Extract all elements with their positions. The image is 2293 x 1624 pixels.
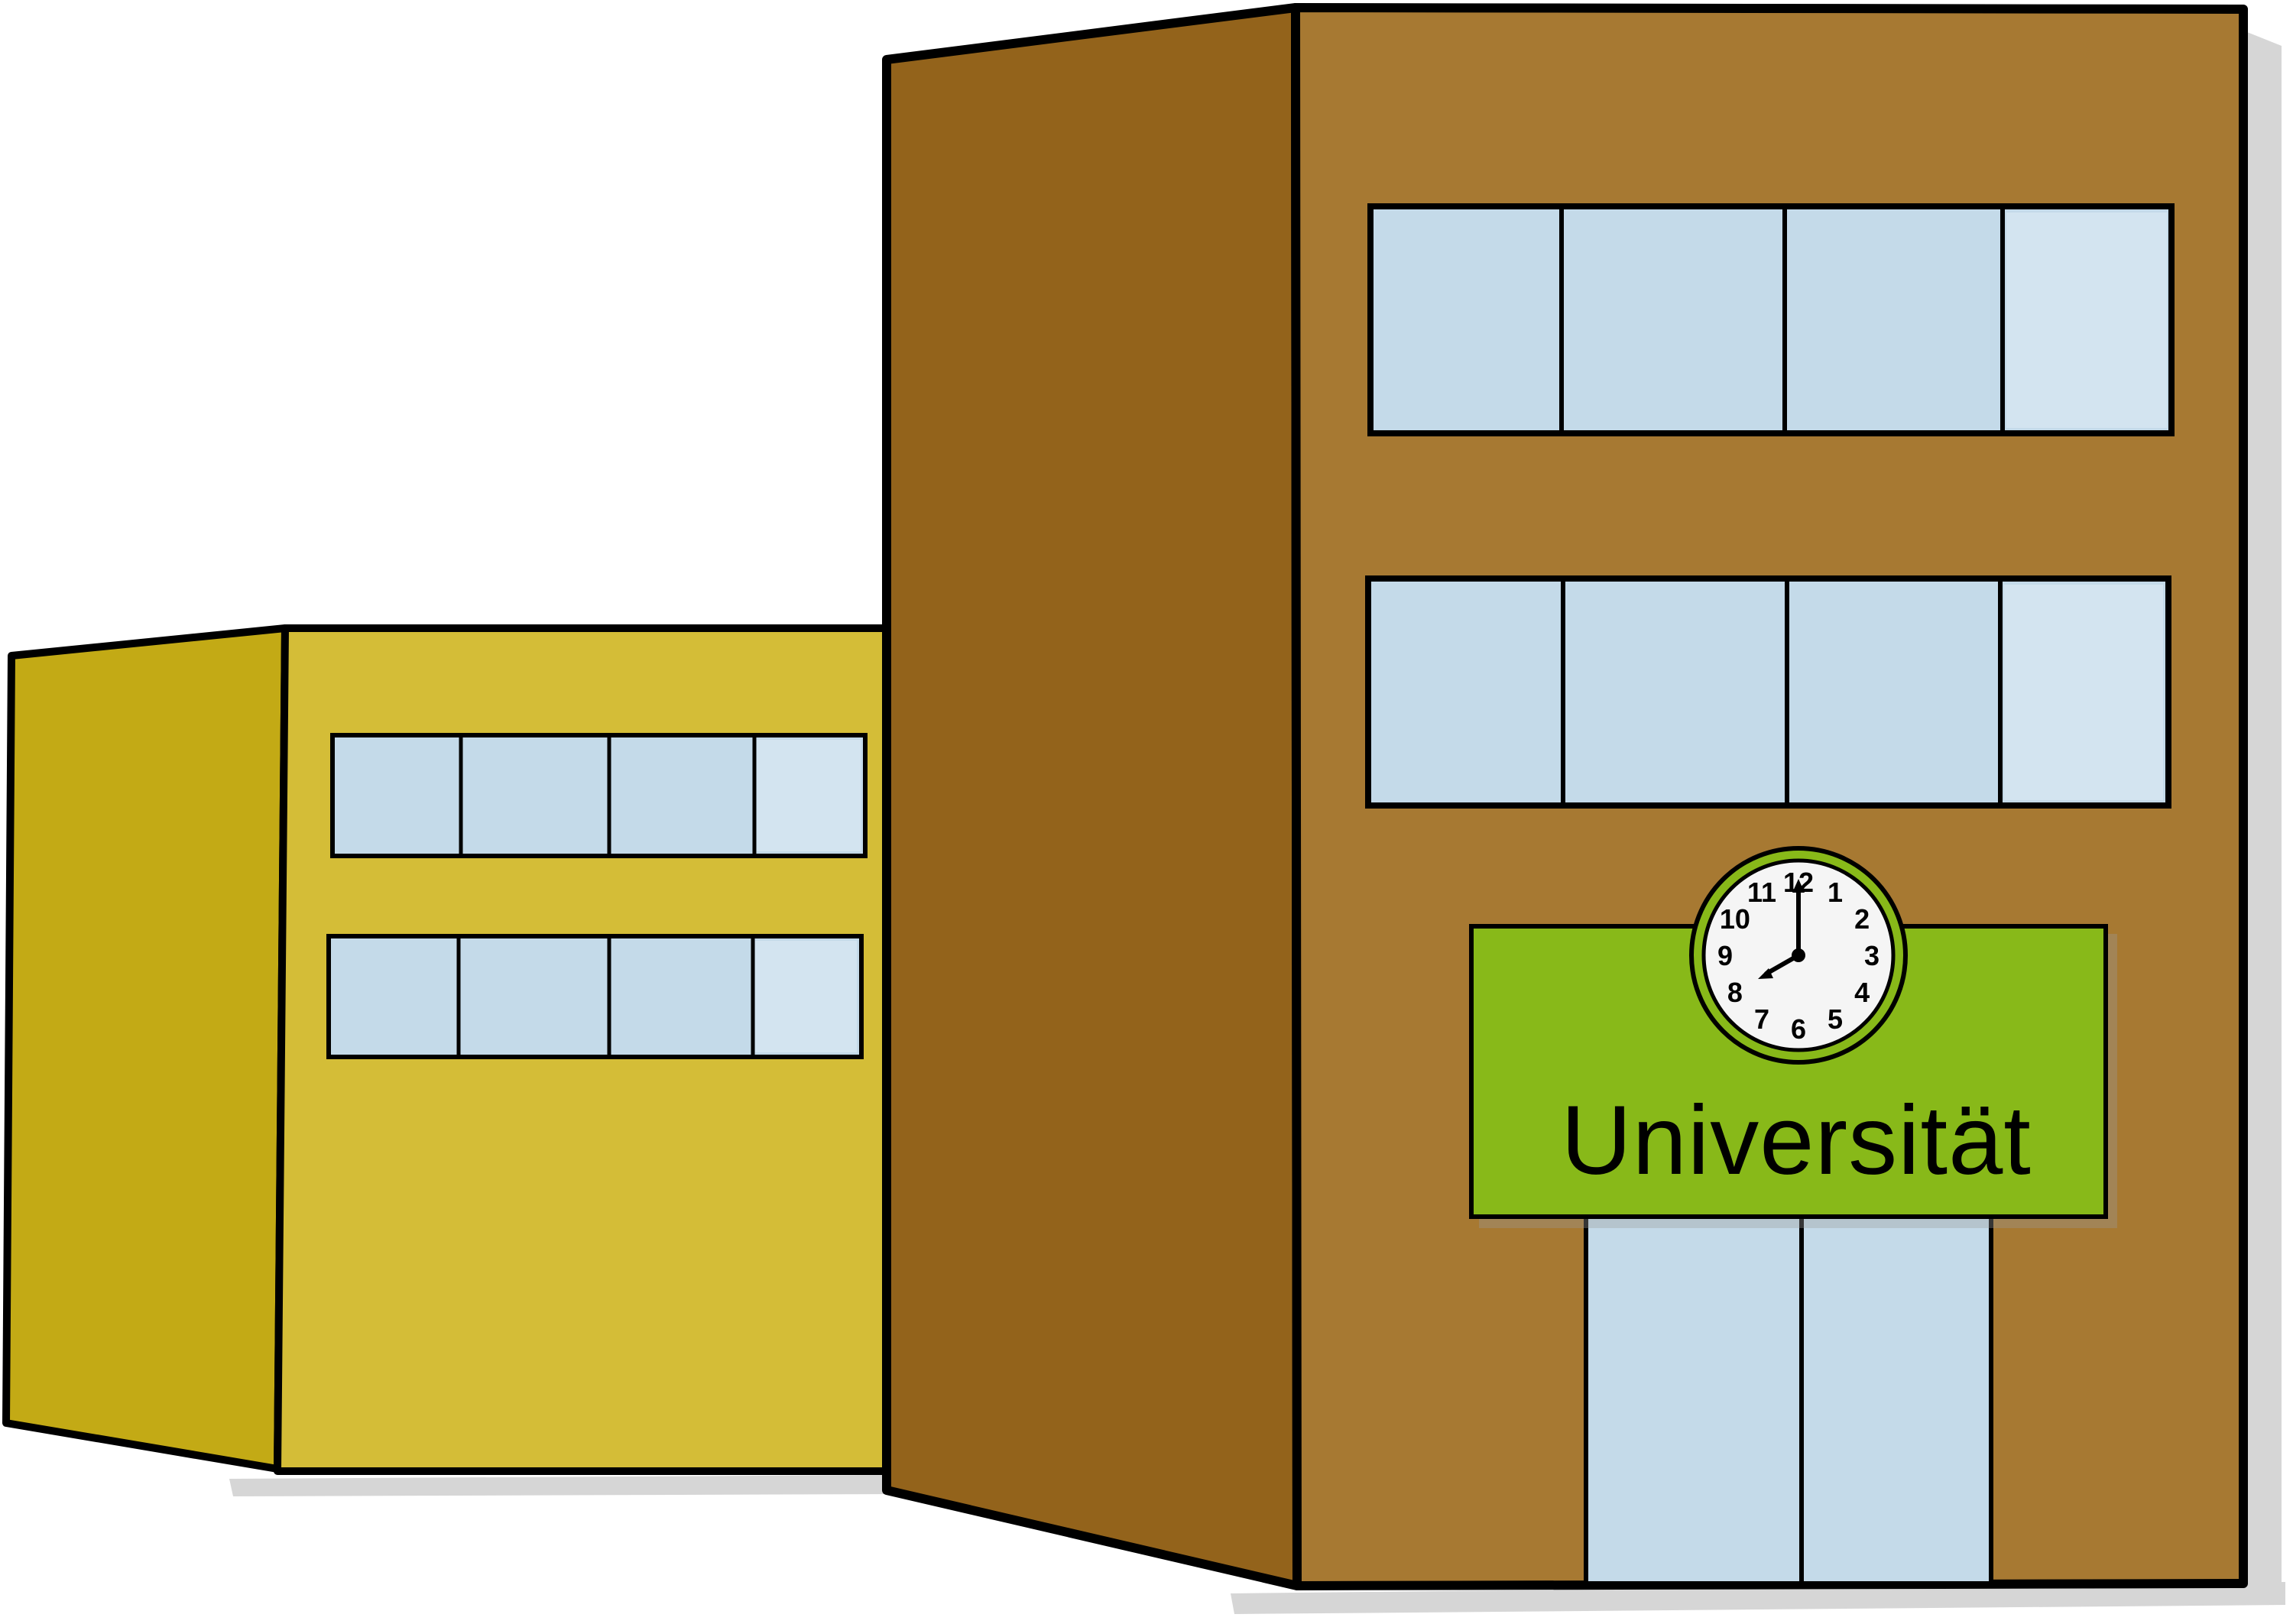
tall-building-right-shadow (2243, 31, 2282, 1593)
clock-numeral: 6 (1791, 1013, 1806, 1045)
ground-shadows (229, 31, 2285, 1614)
small-building (2, 624, 890, 1475)
entrance-door (1584, 1214, 1993, 1586)
clock-numeral: 4 (1854, 977, 1870, 1008)
tall-building-upper-windows (1367, 203, 2175, 436)
clock-center-pin (1792, 948, 1805, 962)
small-building-shadow (229, 1475, 890, 1496)
window-highlight (755, 941, 857, 1052)
clock-numeral: 7 (1754, 1003, 1769, 1035)
window-highlight (2006, 212, 2167, 428)
small-building-side-wall (2, 624, 289, 1473)
tall-building-side-wall (882, 3, 1302, 1590)
window-frame (1365, 575, 2171, 809)
window-frame (1367, 203, 2175, 436)
window-frame (326, 934, 864, 1059)
tall-building: Universität 121234567891011 (882, 3, 2248, 1590)
clock-minute-hand-tip (1792, 879, 1805, 893)
window-highlight (757, 740, 861, 851)
door-glass (1586, 1217, 1991, 1583)
clock-numeral: 2 (1854, 903, 1870, 935)
clock-numeral: 5 (1828, 1003, 1843, 1035)
tall-building-middle-windows (1365, 575, 2171, 809)
clock-numeral: 1 (1828, 877, 1843, 908)
university-sign: Universität (1469, 924, 2117, 1228)
sign-label: Universität (1561, 1086, 2032, 1195)
window-highlight (2004, 585, 2163, 800)
clock-numeral: 10 (1720, 903, 1750, 935)
clock-numerals: 121234567891011 (1717, 867, 1879, 1045)
clock-numeral: 11 (1747, 877, 1776, 908)
small-building-upper-windows (330, 733, 868, 858)
clock-numeral: 8 (1727, 977, 1743, 1008)
clock-numeral: 9 (1717, 940, 1733, 971)
clock-icon: 121234567891011 (1689, 846, 1908, 1065)
small-building-lower-windows (326, 934, 864, 1059)
clock-numeral: 3 (1864, 940, 1879, 971)
window-frame (330, 733, 868, 858)
clock-hour-hand-tip (1758, 968, 1773, 979)
tall-building-shadow (1231, 1582, 2285, 1614)
